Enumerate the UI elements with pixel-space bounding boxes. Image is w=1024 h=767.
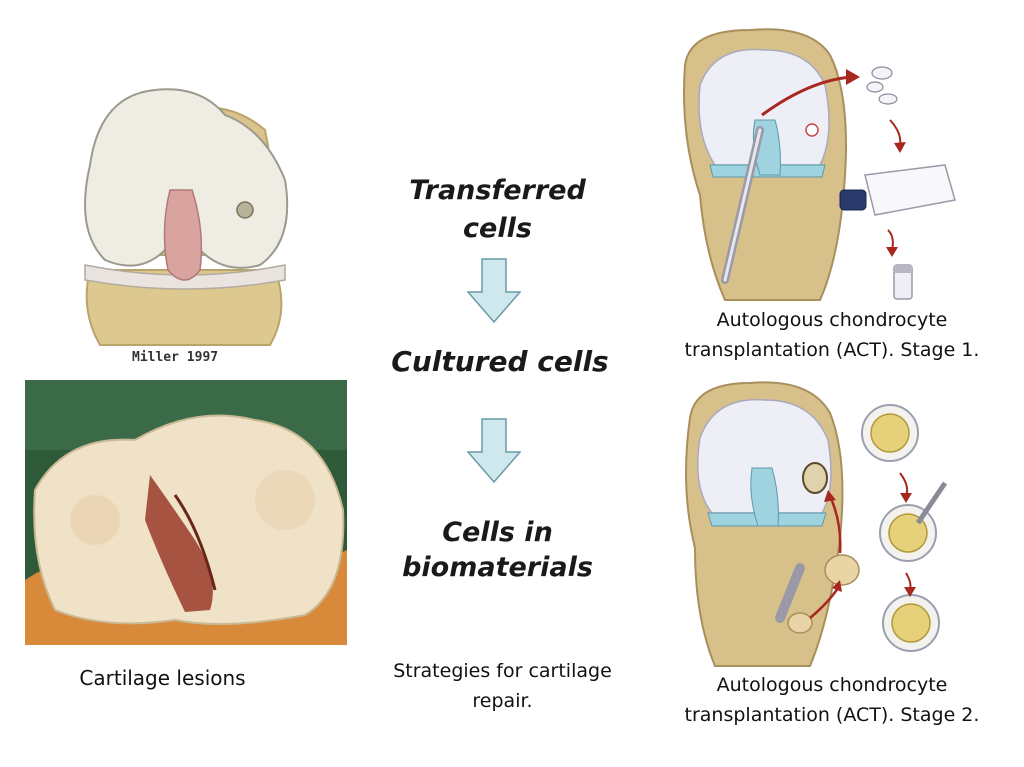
illustration-signature: Miller 1997: [132, 350, 218, 365]
lesion-photo: [25, 380, 347, 645]
act-stage2-illustration: [670, 378, 970, 670]
step-cells-in-biomaterials: Cells in biomaterials: [375, 515, 620, 585]
step-2-line1: Cultured cells: [365, 342, 635, 382]
stage2-caption: Autologous chondrocyte transplantation (…: [662, 670, 1002, 730]
step-3-line1: Cells in: [375, 515, 620, 550]
step-transferred-cells: Transferred cells: [375, 172, 620, 248]
stage1-caption-line1: Autologous chondrocyte: [662, 305, 1002, 335]
center-caption: Strategies for cartilage repair.: [370, 656, 635, 716]
step-3-line2: biomaterials: [375, 550, 620, 585]
stage2-caption-line1: Autologous chondrocyte: [662, 670, 1002, 700]
stage1-caption: Autologous chondrocyte transplantation (…: [662, 305, 1002, 365]
step-1-line1: Transferred: [375, 172, 620, 210]
photo-caption: Cartilage lesions: [55, 663, 270, 693]
act-stage1-illustration: [670, 25, 970, 305]
stage1-caption-line2: transplantation (ACT). Stage 1.: [662, 335, 1002, 365]
down-arrow-2: [466, 418, 522, 484]
center-caption-line2: repair.: [370, 686, 635, 716]
down-arrow-1: [466, 258, 522, 324]
stage2-caption-line2: transplantation (ACT). Stage 2.: [662, 700, 1002, 730]
step-cultured-cells: Cultured cells: [365, 342, 635, 382]
knee-illustration: Miller 1997: [60, 70, 310, 370]
center-caption-line1: Strategies for cartilage: [370, 656, 635, 686]
step-1-line2: cells: [375, 210, 620, 248]
